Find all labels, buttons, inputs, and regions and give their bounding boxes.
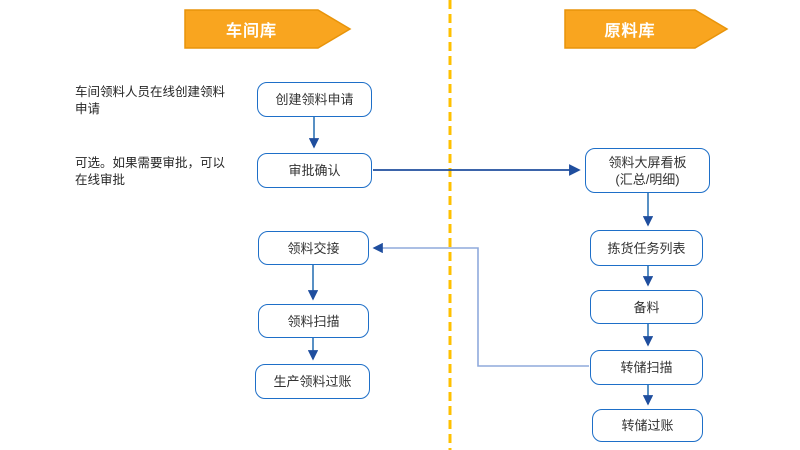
flow-box-label: 领料扫描 xyxy=(287,313,340,329)
annotation-optional-approval: 可选。如果需要审批，可以在线审批 xyxy=(75,156,226,187)
flow-box-transfer-post: 转储过账 xyxy=(592,409,703,442)
flow-box-production-issue-post: 生产领料过账 xyxy=(255,364,370,399)
workshop-lane-header-arrow-shape xyxy=(184,9,352,49)
flow-box-prepare-material: 备料 xyxy=(590,290,703,324)
flow-box-label: 转储扫描 xyxy=(620,360,673,375)
flow-box-sublabel: (汇总/明细) xyxy=(615,171,680,187)
flow-box-create-material-request: 创建领料申请 xyxy=(257,82,372,117)
flow-box-label: 创建领料申请 xyxy=(275,92,354,107)
flow-box-material-handover: 领料交接 xyxy=(258,231,369,265)
flow-box-material-scan: 领料扫描 xyxy=(258,304,369,338)
flow-box-label: 备料 xyxy=(633,299,660,315)
flow-box-transfer-scan: 转储扫描 xyxy=(590,350,703,385)
connector-transfer-scan-to-handover xyxy=(372,242,589,367)
flow-box-label: 拣货任务列表 xyxy=(607,240,686,256)
annotation-create-request: 车间领料人员在线创建领料申请 xyxy=(75,85,226,116)
flow-box-label: 领料大屏看板 xyxy=(608,154,687,170)
raw-material-lane-header-arrow-shape xyxy=(564,9,729,49)
flow-box-label: 领料交接 xyxy=(287,240,340,256)
flow-box-label: 生产领料过账 xyxy=(273,374,352,389)
flow-box-label: 审批确认 xyxy=(288,163,341,178)
flow-box-picking-task-list: 拣货任务列表 xyxy=(590,230,703,266)
flow-box-approval-confirm: 审批确认 xyxy=(257,153,372,188)
flow-box-label: 转储过账 xyxy=(621,418,674,433)
flow-box-material-dashboard: 领料大屏看板 (汇总/明细) xyxy=(585,148,710,193)
